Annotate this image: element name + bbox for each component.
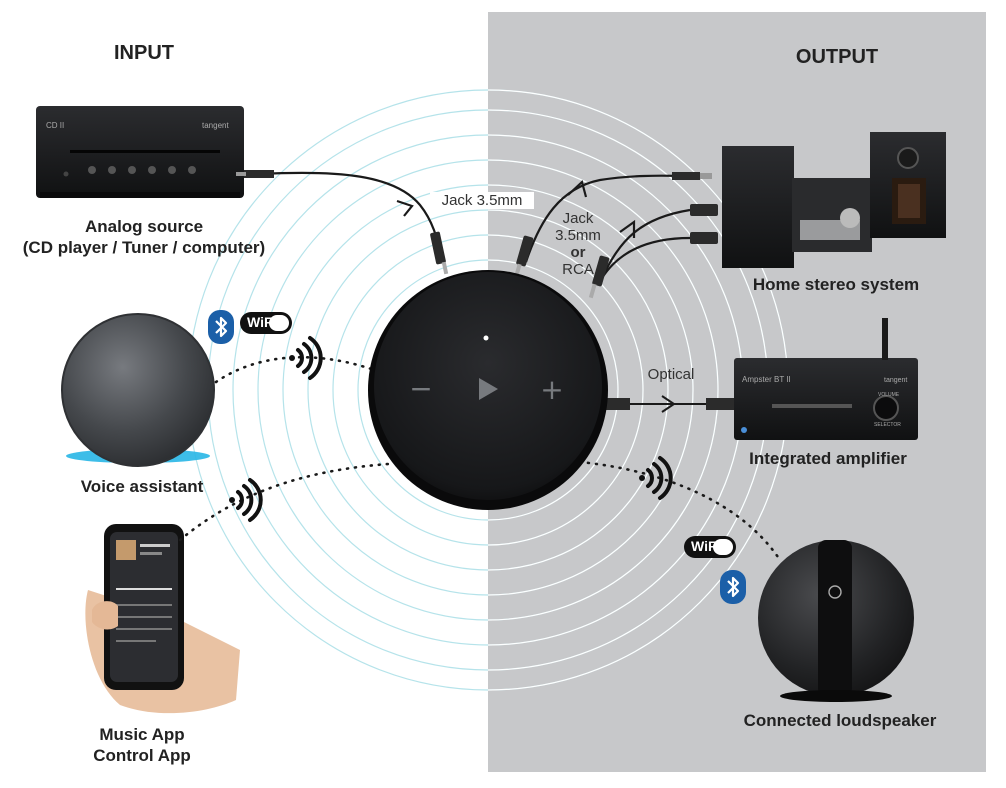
input-jack-cable	[259, 171, 444, 263]
wifi-badge-text: WiFi	[247, 314, 277, 330]
amplifier-model-text: Ampster BT II	[742, 375, 791, 384]
wifi-icon: WiFi	[684, 536, 736, 558]
jack-output-label: Jack 3.5mm or RCA	[555, 210, 601, 278]
wifi-icon: WiFi	[240, 312, 292, 334]
bluetooth-icon	[720, 570, 746, 604]
amplifier-device: Ampster BT II tangent VOLUME SELECTOR	[734, 318, 918, 440]
wifi-badge-text: WiFi	[691, 538, 721, 554]
connected-loudspeaker-device	[758, 540, 914, 702]
amplifier-brand-text: tangent	[884, 377, 907, 384]
analog-source-label: Analog source (CD player / Tuner / compu…	[22, 217, 266, 257]
cd-player-brand-text: tangent	[202, 121, 229, 130]
home-stereo-label: Home stereo system	[752, 275, 920, 294]
optical-label: Optical	[647, 366, 695, 383]
wireless-signal-icon	[229, 478, 263, 522]
bluetooth-icon	[208, 310, 234, 344]
input-jack-plug	[430, 231, 449, 275]
voice-assistant-label: Voice assistant	[80, 477, 204, 496]
wireless-signal-icon	[289, 336, 323, 380]
voice-assistant-device	[61, 313, 215, 467]
amplifier-selector-text: SELECTOR	[874, 422, 901, 428]
integrated-amplifier-label: Integrated amplifier	[749, 449, 907, 468]
input-heading: INPUT	[114, 42, 174, 64]
music-app-label: Music App Control App	[93, 725, 191, 765]
wireless-signal-icon	[639, 456, 673, 500]
hub-minus-button[interactable]: −	[409, 372, 432, 405]
amplifier-volume-text: VOLUME	[878, 392, 900, 398]
hub-plus-button[interactable]: +	[540, 373, 563, 406]
music-app-phone	[85, 524, 240, 714]
output-heading: OUTPUT	[795, 46, 879, 68]
cd-player-model-text: CD II	[46, 121, 64, 130]
jack-input-label: Jack 3.5mm	[430, 192, 534, 209]
connected-loudspeaker-label: Connected loudspeaker	[743, 711, 937, 730]
play-icon[interactable]	[479, 378, 498, 400]
home-stereo-device	[722, 132, 946, 268]
cd-player-device: CD II tangent	[36, 106, 244, 198]
